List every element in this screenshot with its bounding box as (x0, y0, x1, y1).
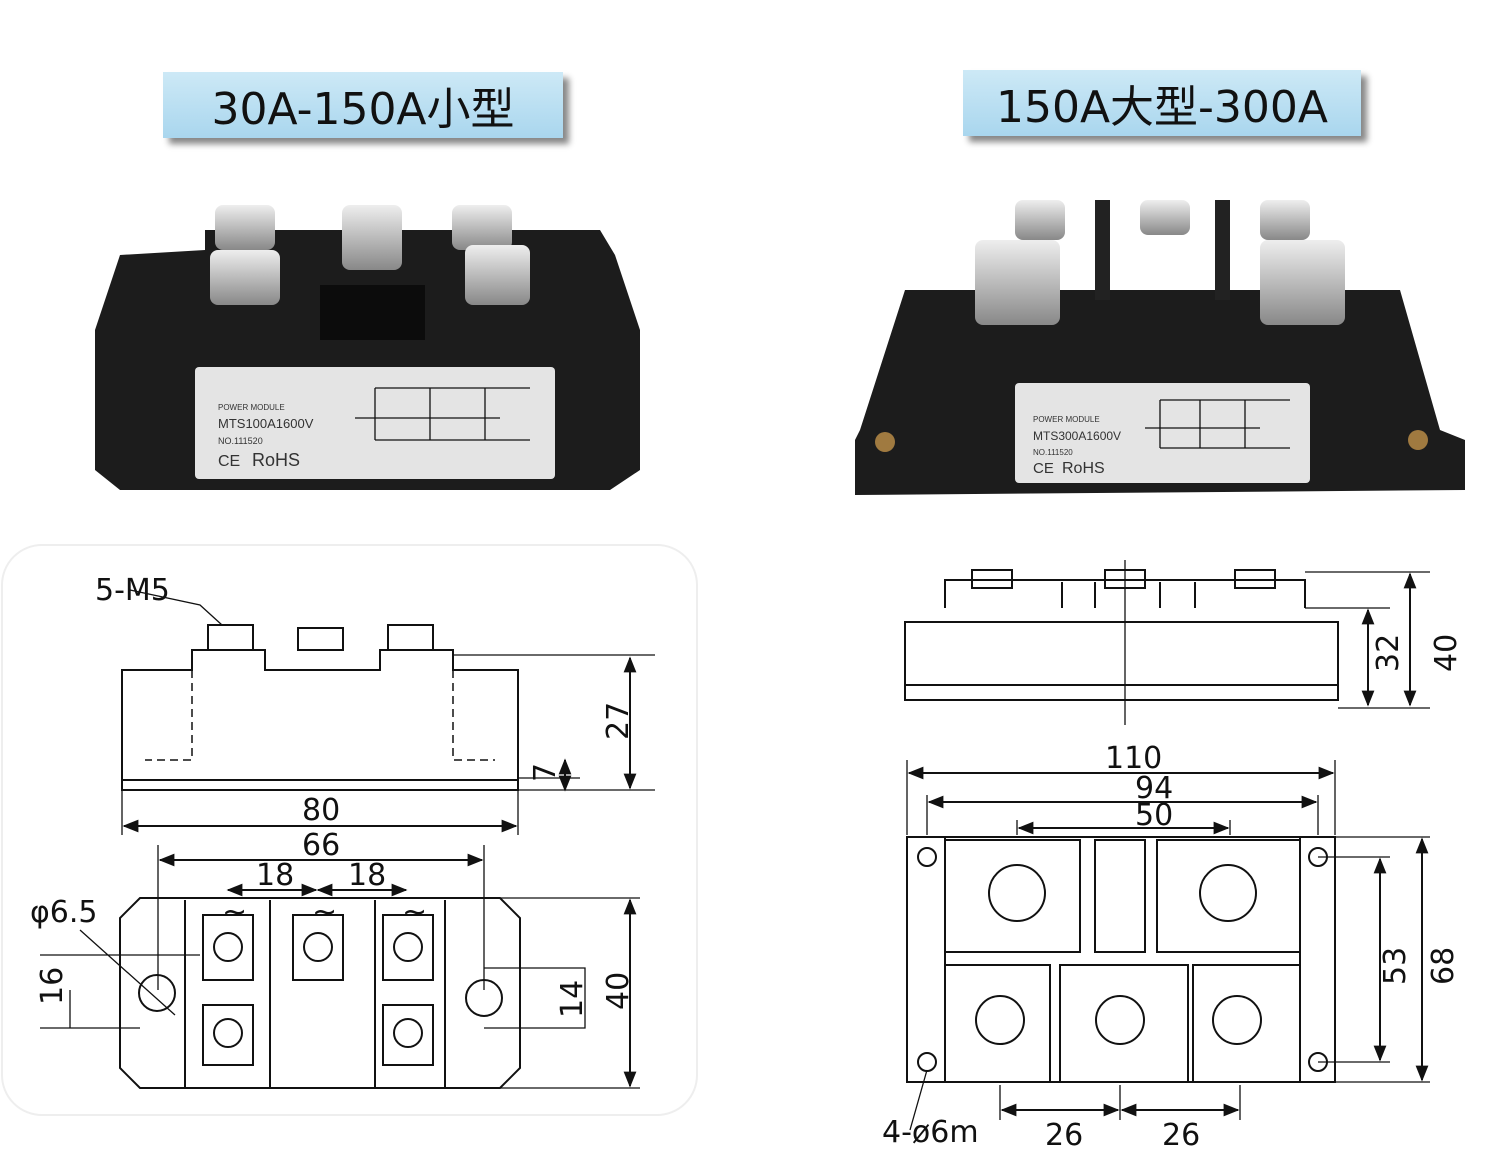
large-module-side-view: 32 40 (904, 560, 1464, 725)
banner-large-range: 150A大型-300A (963, 70, 1361, 136)
ce-mark: CE (218, 453, 240, 470)
height-body-label: 32 (1371, 634, 1406, 672)
small-module-photo: POWER MODULE MTS100A1600V NO.111520 CE R… (95, 205, 640, 490)
label-header: POWER MODULE (1033, 415, 1100, 424)
terminal-screws (210, 205, 530, 305)
rohs-mark: RoHS (1062, 460, 1105, 477)
rohs-mark: RoHS (252, 450, 300, 470)
label-model: MTS300A1600V (1033, 429, 1121, 443)
small-module-side-view: 5-M5 27 7 (95, 573, 655, 792)
terminal-screws (975, 200, 1345, 325)
banner-small-range: 30A-150A小型 (163, 72, 563, 138)
offset-label: 16 (35, 967, 70, 1005)
pitch-1-label: 18 (256, 858, 294, 893)
ce-mark: CE (1033, 460, 1054, 477)
label-serial: NO.111520 (218, 436, 263, 446)
hole-dia-label: φ6.5 (30, 895, 98, 930)
large-module-top-view: 110 94 50 53 68 4-ø6m 26 26 (882, 741, 1461, 1153)
hole-vertical-label: 53 (1378, 947, 1413, 985)
large-module-photo: POWER MODULE MTS300A1600V NO.111520 CE R… (855, 200, 1465, 495)
hole-spacing-label: 94 (1135, 771, 1173, 806)
pitch-1-label: 26 (1045, 1118, 1083, 1153)
width-label: 40 (601, 972, 636, 1010)
ac-symbol-label: ~ (312, 895, 337, 930)
hole-label-label: 4-ø6m (882, 1115, 979, 1150)
screw-label-label: 5-M5 (95, 573, 170, 608)
small-module-top-view: 80 66 18 18 ~ ~ ~ φ6.5 16 14 40 (30, 790, 640, 1089)
pitch-2-label: 18 (348, 858, 386, 893)
ac-symbol-label: ~ (402, 895, 427, 930)
length-label: 80 (302, 793, 340, 828)
product-label (1015, 383, 1310, 483)
height-total-label: 27 (601, 702, 636, 740)
label-header: POWER MODULE (218, 403, 285, 412)
length-label: 110 (1105, 741, 1162, 776)
height-total-label: 40 (1429, 634, 1464, 672)
width-label: 68 (1426, 947, 1461, 985)
hole-offset-label: 14 (555, 980, 590, 1018)
circuit-schematic-icon (1145, 399, 1290, 449)
circuit-schematic-icon (355, 387, 530, 441)
label-model: MTS100A1600V (218, 416, 314, 431)
hole-spacing-label: 66 (302, 828, 340, 863)
pitch-2-label: 26 (1162, 1118, 1200, 1153)
terminal-spacing-label: 50 (1135, 798, 1173, 833)
label-serial: NO.111520 (1033, 448, 1073, 457)
base-height-label: 7 (528, 763, 563, 782)
ac-symbol-label: ~ (222, 895, 247, 930)
